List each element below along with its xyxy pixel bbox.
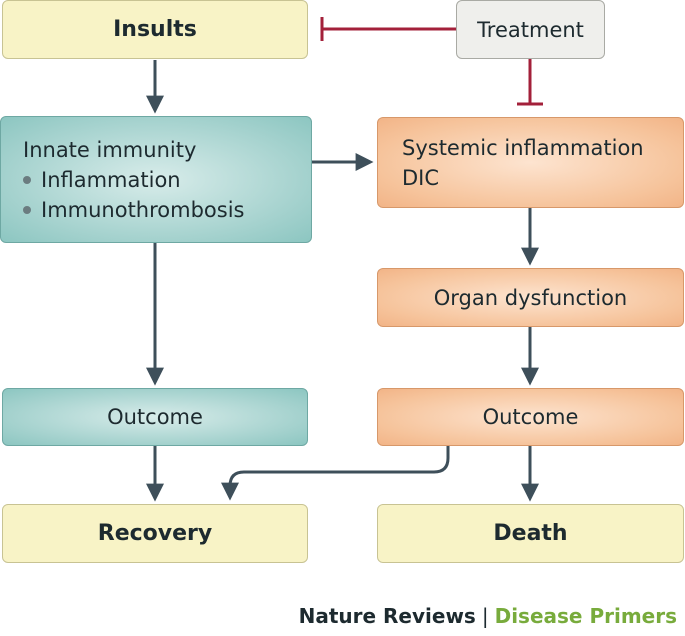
treatment-label: Treatment	[477, 17, 584, 42]
innate-immunity-content: Innate immunity Inflammation Immunothrom…	[1, 135, 245, 225]
journal-credit: Nature Reviews|Disease Primers	[299, 604, 677, 628]
death-node: Death	[377, 504, 684, 563]
recovery-label: Recovery	[97, 521, 213, 546]
insults-label: Insults	[113, 17, 197, 42]
publisher-name: Nature Reviews	[298, 604, 476, 628]
innate-item-immunothrombosis: Immunothrombosis	[23, 195, 245, 225]
organ-dysfunction-label: Organ dysfunction	[433, 285, 628, 310]
innate-item-label: Immunothrombosis	[41, 197, 245, 222]
treatment-node: Treatment	[456, 0, 605, 59]
outcome-left-label: Outcome	[107, 405, 203, 429]
outcome-right-node: Outcome	[377, 388, 684, 446]
innate-immunity-title: Innate immunity	[23, 137, 197, 162]
systemic-content: Systemic inflammation DIC	[378, 133, 644, 193]
outcome-left-node: Outcome	[2, 388, 308, 446]
bullet-icon	[23, 205, 31, 214]
innate-immunity-node: Innate immunity Inflammation Immunothrom…	[0, 116, 312, 243]
arrow-outcome-to-recovery-curve	[221, 446, 450, 501]
insults-node: Insults	[2, 0, 308, 59]
innate-item-inflammation: Inflammation	[23, 165, 181, 195]
recovery-node: Recovery	[2, 504, 308, 563]
innate-item-label: Inflammation	[41, 167, 181, 192]
outcome-right-label: Outcome	[482, 405, 579, 429]
systemic-line-1: Systemic inflammation	[402, 135, 644, 160]
death-label: Death	[493, 521, 568, 546]
organ-dysfunction-node: Organ dysfunction	[377, 268, 684, 327]
bullet-icon	[23, 175, 31, 184]
series-name: Disease Primers	[494, 604, 677, 628]
systemic-inflammation-node: Systemic inflammation DIC	[377, 117, 684, 208]
systemic-line-2: DIC	[402, 165, 440, 190]
separator: |	[481, 604, 489, 628]
